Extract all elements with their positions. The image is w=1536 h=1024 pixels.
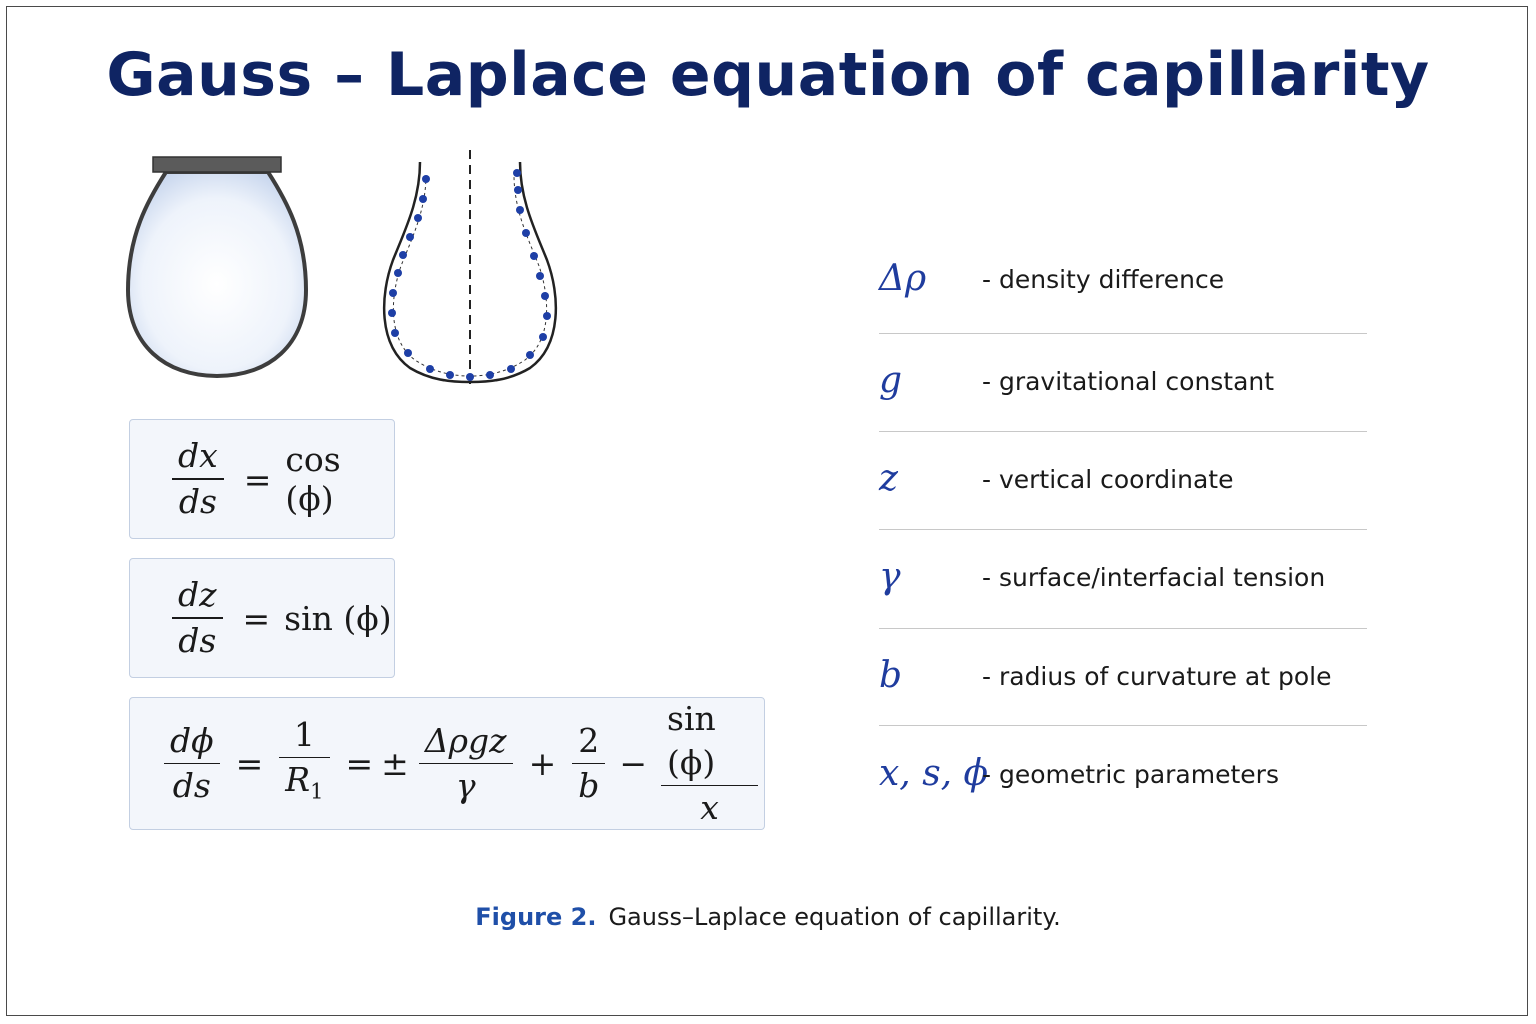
equation-dphi-ds: dϕ ds = 1 R1 = ± Δρgz γ + 2 b − sin (ϕ) … — [129, 697, 765, 830]
denominator: R1 — [279, 758, 329, 814]
fraction-bar — [172, 478, 224, 480]
equals-sign: = — [345, 744, 374, 783]
radius-symbol: R — [285, 760, 311, 800]
numerator: 1 — [293, 714, 315, 754]
fraction-bar — [572, 762, 606, 765]
radius-subscript: 1 — [310, 780, 324, 805]
numerator: dz — [178, 575, 217, 615]
fraction-two-over-b: 2 b — [572, 719, 606, 809]
profile-point — [446, 371, 454, 379]
fraction-dphi-ds: dϕ ds — [164, 719, 220, 809]
equation-dz-ds: dz ds = sin (ϕ) — [129, 558, 395, 678]
legend-divider — [879, 725, 1367, 726]
page-title: Gauss – Laplace equation of capillarity — [106, 40, 1430, 110]
fraction-sin-phi-over-x: sin (ϕ) x — [661, 697, 758, 831]
legend-description: - radius of curvature at pole — [982, 662, 1332, 691]
denominator: b — [578, 766, 600, 806]
fraction-bar — [279, 756, 330, 759]
profile-point — [513, 169, 521, 177]
profile-point — [514, 186, 522, 194]
denominator: ds — [178, 481, 217, 521]
denominator: x — [700, 788, 719, 828]
legend-description: - surface/interfacial tension — [982, 563, 1326, 592]
legend-symbol-g: g — [879, 360, 903, 401]
equation-dx-ds: dx ds = cos (ϕ) — [129, 419, 395, 539]
profile-point — [507, 365, 515, 373]
equals-sign: = — [235, 744, 264, 783]
fraction-bar — [661, 784, 758, 787]
profile-point — [530, 252, 538, 260]
profile-point — [389, 289, 397, 297]
fraction-dx-ds: dx ds — [172, 434, 224, 524]
profile-point — [394, 269, 402, 277]
numerator: Δρgz — [424, 720, 507, 760]
legend-divider — [879, 431, 1367, 432]
legend-symbol-delta-rho: Δρ — [879, 258, 927, 299]
legend-description: - gravitational constant — [982, 367, 1275, 396]
plus-minus-sign: ± — [381, 744, 409, 783]
pendant-drop — [125, 156, 309, 379]
profile-point — [541, 292, 549, 300]
profile-point — [526, 351, 534, 359]
figure-caption: Figure 2. Gauss–Laplace equation of capil… — [0, 903, 1536, 931]
profile-point — [426, 365, 434, 373]
plus-sign: + — [528, 744, 557, 783]
legend-symbol-x-s-phi: x, s, ϕ — [879, 753, 989, 794]
profile-point — [399, 251, 407, 259]
numerator: dϕ — [170, 720, 214, 760]
denominator: ds — [178, 620, 217, 660]
fraction-bar — [172, 617, 223, 619]
fraction-one-over-r1: 1 R1 — [279, 713, 330, 814]
rhs-cos: cos (ϕ) — [285, 440, 341, 518]
legend-symbol-z: z — [879, 458, 898, 499]
legend-divider — [879, 333, 1367, 334]
profile-point — [388, 309, 396, 317]
minus-sign: − — [619, 744, 648, 783]
legend-symbol-gamma: γ — [879, 556, 901, 597]
profile-point — [406, 233, 414, 241]
profile-point — [404, 349, 412, 357]
profile-point — [419, 195, 427, 203]
legend-description: - density difference — [982, 265, 1225, 294]
legend-symbol-b: b — [879, 655, 903, 696]
profile-point — [391, 329, 399, 337]
denominator: ds — [172, 766, 211, 806]
numerator: sin (ϕ) — [667, 698, 716, 782]
numerator: 2 — [578, 720, 600, 760]
fraction-bar — [164, 762, 220, 765]
profile-point — [539, 333, 547, 341]
legend-description: - geometric parameters — [982, 760, 1279, 789]
figure-frame — [6, 6, 1528, 1016]
profile-point — [522, 229, 530, 237]
denominator: γ — [455, 766, 476, 806]
profile-point — [543, 312, 551, 320]
profile-outline-left — [382, 161, 471, 384]
legend-description: - vertical coordinate — [982, 465, 1234, 494]
fraction-dz-ds: dz ds — [172, 573, 223, 663]
fraction-bar — [418, 762, 513, 765]
needle-tip — [152, 156, 282, 173]
legend-divider — [879, 529, 1367, 530]
profile-point — [414, 214, 422, 222]
profile-point — [422, 175, 430, 183]
profile-outline-right — [469, 161, 558, 384]
legend-divider — [879, 628, 1367, 629]
fraction-drho-g-z-over-gamma: Δρgz γ — [418, 719, 513, 809]
equals-sign: = — [243, 459, 272, 499]
profile-points — [388, 169, 551, 381]
caption-text: Gauss–Laplace equation of capillarity. — [608, 903, 1061, 931]
profile-point — [516, 206, 524, 214]
profile-point — [486, 371, 494, 379]
profile-point — [536, 272, 544, 280]
profile-point — [466, 373, 474, 381]
equals-sign: = — [242, 598, 271, 638]
numerator: dx — [178, 436, 218, 476]
caption-label: Figure 2. — [475, 903, 597, 931]
drop-profile — [382, 150, 558, 385]
rhs-sin: sin (ϕ) — [284, 598, 392, 638]
